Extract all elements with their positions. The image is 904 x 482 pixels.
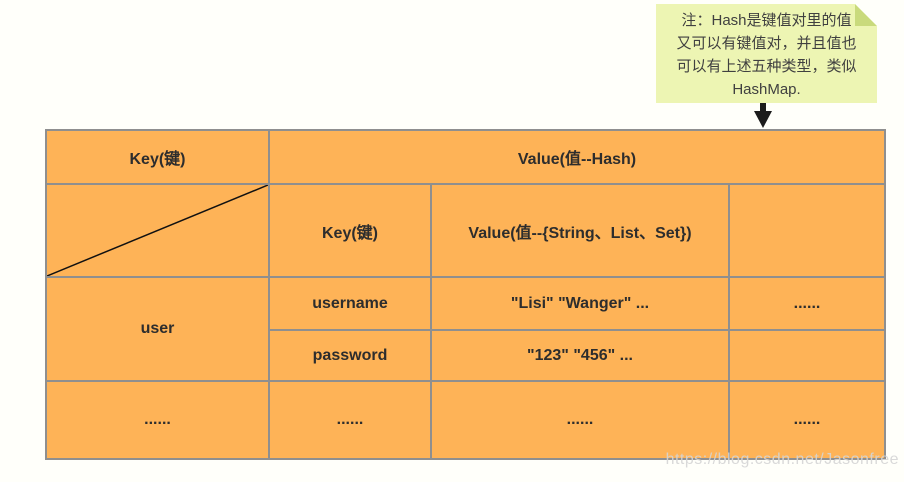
watermark-url: https://blog.csdn.net/Jasonfree [665, 451, 899, 468]
note-line: HashMap. [732, 81, 801, 98]
value-cell: ...... [430, 380, 730, 460]
inner-extra-header-cell [728, 183, 886, 278]
outer-header-row: Key(键) Value(值--Hash) [45, 129, 886, 185]
extra-cell: ...... [728, 380, 886, 460]
note-line: 可以有上述五种类型，类似 [676, 58, 857, 75]
key-cell: ...... [45, 380, 270, 460]
field-cell: ...... [268, 380, 432, 460]
diagonal-line-icon [47, 185, 268, 276]
outer-value-header-cell: Value(值--Hash) [268, 129, 886, 185]
outer-key-header-cell: Key(键) [45, 129, 270, 185]
inner-header-row: Key(键) Value(值--{String、List、Set}) [45, 183, 886, 278]
field-cell: username [268, 276, 432, 331]
value-cell: "123" "456" ... [430, 329, 730, 382]
hash-structure-table: Key(键) Value(值--Hash) Key(键) Value(值--{S… [45, 129, 886, 460]
ellipsis-row: ...... ...... ...... ...... [45, 380, 886, 460]
user-key-cell: user [45, 276, 270, 382]
extra-cell [728, 329, 886, 382]
field-cell: password [268, 329, 432, 382]
note-fold-corner-icon [855, 4, 877, 26]
value-cell: "Lisi" "Wanger" ... [430, 276, 730, 331]
inner-key-header-cell: Key(键) [268, 183, 432, 278]
note-line: 注：Hash是键值对里的值 [681, 12, 852, 29]
diagonal-cell [45, 183, 270, 278]
note-line: 又可以有键值对，并且值也 [676, 35, 857, 52]
annotation-note: 注：Hash是键值对里的值 又可以有键值对，并且值也 可以有上述五种类型，类似 … [656, 4, 877, 103]
inner-value-header-cell: Value(值--{String、List、Set}) [430, 183, 730, 278]
extra-cell: ...... [728, 276, 886, 331]
password-row: password "123" "456" ... [46, 329, 886, 382]
down-arrow-icon [754, 103, 772, 128]
username-row: user username "Lisi" "Wanger" ... ...... [45, 276, 886, 382]
